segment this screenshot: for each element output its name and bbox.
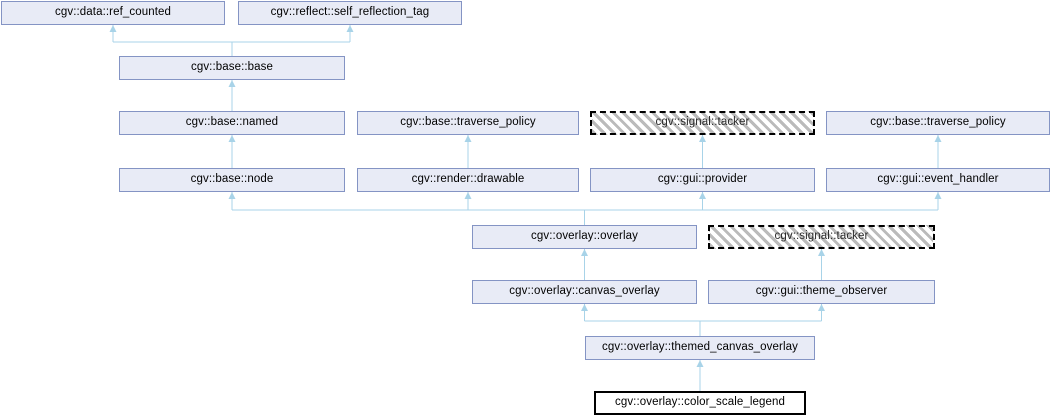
class-node-tacker_lower[interactable]: cgv::signal::tacker xyxy=(708,225,935,249)
class-node-label: cgv::base::base xyxy=(190,61,274,74)
class-node-ref_counted[interactable]: cgv::data::ref_counted xyxy=(1,1,225,25)
class-node-label: cgv::overlay::color_scale_legend xyxy=(614,396,786,409)
class-node-label: cgv::base::traverse_policy xyxy=(400,116,536,129)
inheritance-arrowhead xyxy=(818,249,825,256)
class-node-named[interactable]: cgv::base::named xyxy=(119,111,345,135)
class-node-provider[interactable]: cgv::gui::provider xyxy=(590,168,815,192)
class-node-label: cgv::base::named xyxy=(185,116,279,129)
class-node-event_handler[interactable]: cgv::gui::event_handler xyxy=(826,168,1050,192)
class-node-canvas_overlay[interactable]: cgv::overlay::canvas_overlay xyxy=(472,280,697,304)
inheritance-arrowhead xyxy=(696,360,704,367)
class-node-base[interactable]: cgv::base::base xyxy=(119,56,345,80)
class-node-label: cgv::base::node xyxy=(190,173,274,186)
class-node-traverse_policy_left[interactable]: cgv::base::traverse_policy xyxy=(357,111,579,135)
class-node-label: cgv::overlay::canvas_overlay xyxy=(509,285,660,298)
inheritance-arrowhead xyxy=(228,80,236,87)
inheritance-arrowhead xyxy=(581,249,588,256)
class-node-label: cgv::base::traverse_policy xyxy=(870,116,1006,129)
class-node-overlay[interactable]: cgv::overlay::overlay xyxy=(472,225,697,249)
inheritance-arrowhead xyxy=(818,304,825,311)
inheritance-arrowhead xyxy=(464,135,472,142)
inheritance-arrowhead xyxy=(109,25,117,32)
class-node-tacker_upper[interactable]: cgv::signal::tacker xyxy=(590,111,815,135)
inheritance-arrowhead xyxy=(464,192,472,199)
inheritance-arrowhead xyxy=(934,135,942,142)
class-node-label: cgv::reflect::self_reflection_tag xyxy=(270,6,430,19)
class-node-self_reflection_tag[interactable]: cgv::reflect::self_reflection_tag xyxy=(238,1,462,25)
class-node-label: cgv::overlay::overlay xyxy=(531,230,638,243)
class-node-traverse_policy_right[interactable]: cgv::base::traverse_policy xyxy=(826,111,1050,135)
class-node-drawable[interactable]: cgv::render::drawable xyxy=(357,168,579,192)
class-node-label: cgv::data::ref_counted xyxy=(55,6,171,19)
inheritance-arrowhead xyxy=(699,192,706,199)
class-node-label: cgv::gui::event_handler xyxy=(877,173,999,186)
inheritance-arrowhead xyxy=(228,135,236,142)
class-node-label: cgv::signal::tacker xyxy=(774,230,869,243)
class-node-label: cgv::gui::theme_observer xyxy=(755,285,888,298)
class-node-color_scale_legend[interactable]: cgv::overlay::color_scale_legend xyxy=(594,391,806,415)
inheritance-arrowhead xyxy=(699,135,706,142)
class-node-label: cgv::signal::tacker xyxy=(655,116,750,129)
class-node-label: cgv::render::drawable xyxy=(411,173,525,186)
inheritance-arrowhead xyxy=(228,192,236,199)
class-node-theme_observer[interactable]: cgv::gui::theme_observer xyxy=(708,280,935,304)
class-node-label: cgv::gui::provider xyxy=(657,173,748,186)
class-node-node[interactable]: cgv::base::node xyxy=(119,168,345,192)
inheritance-arrowhead xyxy=(581,304,588,311)
class-node-themed_canvas_overlay[interactable]: cgv::overlay::themed_canvas_overlay xyxy=(585,336,815,360)
inheritance-arrowhead xyxy=(934,192,942,199)
inheritance-arrowhead xyxy=(346,25,354,32)
class-node-label: cgv::overlay::themed_canvas_overlay xyxy=(602,341,798,354)
